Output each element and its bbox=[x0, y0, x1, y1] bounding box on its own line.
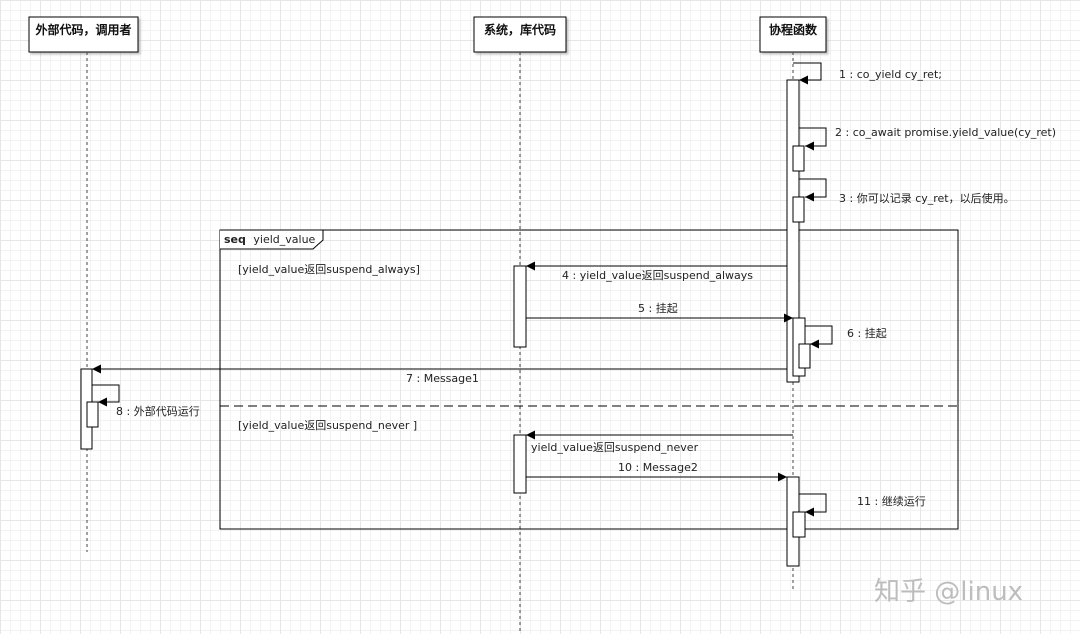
activation-lib-2 bbox=[513, 434, 527, 494]
message-3[interactable]: 3 : 你可以记录 cy_ret，以后使用。 bbox=[799, 178, 1015, 205]
message-9-label: yield_value返回suspend_never bbox=[531, 441, 699, 454]
fragment-guard-2: [yield_value返回suspend_never ] bbox=[238, 419, 417, 432]
participant-coro[interactable]: 协程函数 bbox=[759, 16, 827, 53]
message-1-label: 1 : co_yield cy_ret; bbox=[839, 68, 942, 81]
message-1[interactable]: 1 : co_yield cy_ret; bbox=[793, 62, 942, 85]
participant-lib-label: 系统，库代码 bbox=[484, 22, 556, 37]
svg-text:seq yield_value: seq yield_value bbox=[224, 233, 316, 246]
activation-coro-self-3 bbox=[792, 196, 805, 223]
message-6-label: 6 : 挂起 bbox=[847, 326, 887, 340]
message-11[interactable]: 11 : 继续运行 bbox=[799, 493, 926, 517]
message-5-label: 5 : 挂起 bbox=[638, 301, 678, 315]
message-11-label: 11 : 继续运行 bbox=[857, 494, 926, 508]
message-9[interactable]: yield_value返回suspend_never bbox=[526, 430, 793, 454]
message-8-label: 8 : 外部代码运行 bbox=[116, 404, 200, 418]
participant-coro-label: 协程函数 bbox=[769, 22, 818, 37]
seq-fragment[interactable]: seq yield_value [yield_value返回suspend_al… bbox=[219, 229, 959, 530]
message-7-label: 7 : Message1 bbox=[406, 372, 479, 385]
activation-coro-self-6 bbox=[798, 343, 811, 369]
participant-caller-label: 外部代码，调用者 bbox=[35, 22, 131, 37]
message-6[interactable]: 6 : 挂起 bbox=[805, 325, 887, 349]
message-4[interactable]: 4 : yield_value返回suspend_always bbox=[526, 261, 787, 282]
activation-coro-self-11 bbox=[792, 511, 806, 538]
message-8[interactable]: 8 : 外部代码运行 bbox=[92, 384, 200, 418]
fragment-name: yield_value bbox=[253, 233, 315, 246]
activation-coro-self-2 bbox=[792, 145, 805, 172]
message-4-label: 4 : yield_value返回suspend_always bbox=[562, 269, 753, 282]
watermark: 知乎 @linux bbox=[874, 577, 1023, 607]
message-10[interactable]: 10 : Message2 bbox=[526, 461, 787, 482]
fragment-keyword: seq bbox=[224, 233, 246, 246]
fragment-tab bbox=[220, 229, 324, 250]
message-2[interactable]: 2 : co_await promise.yield_value(cy_ret) bbox=[799, 126, 1056, 151]
message-3-label: 3 : 你可以记录 cy_ret，以后使用。 bbox=[839, 192, 1015, 205]
participant-lib[interactable]: 系统，库代码 bbox=[473, 16, 567, 53]
activation-lib-1 bbox=[513, 265, 527, 348]
participant-caller[interactable]: 外部代码，调用者 bbox=[28, 16, 139, 53]
activation-caller-self bbox=[86, 401, 99, 428]
message-2-label: 2 : co_await promise.yield_value(cy_ret) bbox=[835, 126, 1056, 139]
fragment-guard-1: [yield_value返回suspend_always] bbox=[238, 263, 420, 276]
message-5[interactable]: 5 : 挂起 bbox=[526, 301, 793, 323]
message-7[interactable]: 7 : Message1 bbox=[92, 364, 787, 385]
message-10-label: 10 : Message2 bbox=[618, 461, 698, 474]
